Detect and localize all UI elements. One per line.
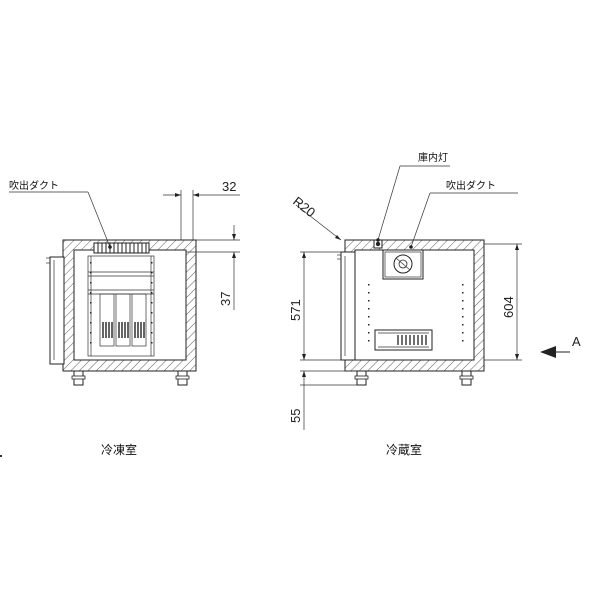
fridge-dim-leg-height: 55	[288, 409, 303, 423]
fridge-left-dims: 571 55	[288, 251, 357, 430]
fridge-outlet-duct-label: 吹出ダクト	[446, 179, 496, 192]
fridge-right-dim: 604	[484, 243, 522, 361]
freezer-dim-side: 37	[218, 292, 233, 306]
fridge-cabinet-walls	[344, 239, 485, 372]
fridge-section: R20 571 55 604 A	[288, 151, 581, 457]
freezer-cabinet-walls	[62, 239, 197, 372]
freezer-legs	[71, 370, 190, 386]
freezer-duct-unit	[93, 242, 150, 254]
fridge-dim-inner-height: 571	[288, 299, 303, 321]
interior-light-label: 庫内灯	[418, 151, 448, 164]
freezer-interior-rack	[87, 255, 155, 357]
fridge-legs	[354, 370, 474, 386]
fridge-caption: 冷蔵室	[386, 442, 422, 457]
fridge-door	[340, 251, 356, 361]
interior-light-callout: 庫内灯	[376, 151, 450, 242]
freezer-dim-37: 37	[186, 225, 240, 310]
fridge-radius-callout: R20	[290, 194, 342, 241]
freezer-outlet-duct-label: 吹出ダクト	[9, 179, 59, 192]
fridge-dim-outer-height: 604	[501, 296, 516, 318]
fridge-evaporator-grille	[374, 329, 433, 351]
fridge-dim-radius: R20	[290, 194, 318, 221]
freezer-dim-32: 32	[163, 179, 240, 240]
fridge-outlet-duct-callout: 吹出ダクト	[409, 179, 518, 249]
fridge-shelf-supports	[368, 284, 464, 342]
freezer-section: 32 37 吹出ダクト 冷凍室	[9, 179, 240, 457]
freezer-caption: 冷凍室	[101, 442, 137, 457]
freezer-dim-top: 32	[222, 179, 236, 194]
freezer-door	[49, 256, 65, 365]
edge-mark	[0, 455, 2, 457]
fridge-fan-unit	[382, 249, 424, 280]
view-arrow-label: A	[572, 334, 581, 349]
freezer-outlet-duct-callout: 吹出ダクト	[9, 179, 112, 249]
view-arrow-a: A	[540, 334, 581, 358]
